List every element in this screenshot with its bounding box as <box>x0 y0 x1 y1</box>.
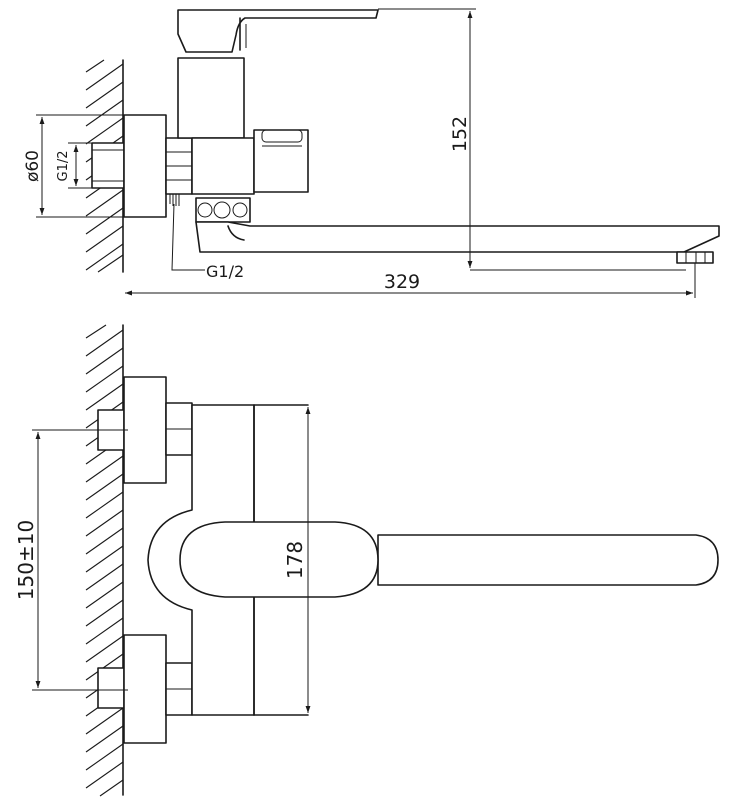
cartridge-body-top <box>177 57 245 139</box>
nut-lower <box>165 662 193 716</box>
thread-inlet-label: G1/2 <box>56 151 71 182</box>
flange-upper <box>123 376 167 484</box>
wall-hatch-top <box>85 59 124 273</box>
diverter-top <box>253 129 309 193</box>
length-label: 329 <box>384 271 420 293</box>
dimension-diameter: ø60 <box>23 114 124 218</box>
dimension-thread-inlet: G1/2 <box>56 142 92 189</box>
lever-handle-top <box>177 9 379 53</box>
lever-handle-front <box>179 521 719 598</box>
dimension-height: 152 <box>378 8 686 271</box>
top-view: ø60 G1/2 G1/2 152 329 <box>23 8 720 298</box>
nut-upper <box>165 402 193 456</box>
height-label: 152 <box>449 116 471 152</box>
dimension-length: 329 <box>125 263 696 298</box>
aerator-rings-top <box>195 197 251 223</box>
connector-nut-top <box>165 137 193 206</box>
dimension-centre-distance: 150±10 <box>14 429 128 691</box>
dimension-body-height: 178 <box>283 407 311 713</box>
flange-lower <box>123 634 167 744</box>
body-height-label: 178 <box>283 541 307 579</box>
centre-distance-label: 150±10 <box>14 520 38 600</box>
spout-top <box>195 221 720 264</box>
mixer-body-top <box>191 137 255 195</box>
wall-flange-top <box>123 114 167 218</box>
wall-hatch-front <box>85 324 124 797</box>
diameter-label: ø60 <box>23 150 43 182</box>
inlet-pipe-lower <box>97 667 125 709</box>
thread-outlet-label: G1/2 <box>206 262 244 281</box>
leader-thread-outlet: G1/2 <box>171 203 244 281</box>
front-view: 150±10 178 <box>14 324 719 797</box>
